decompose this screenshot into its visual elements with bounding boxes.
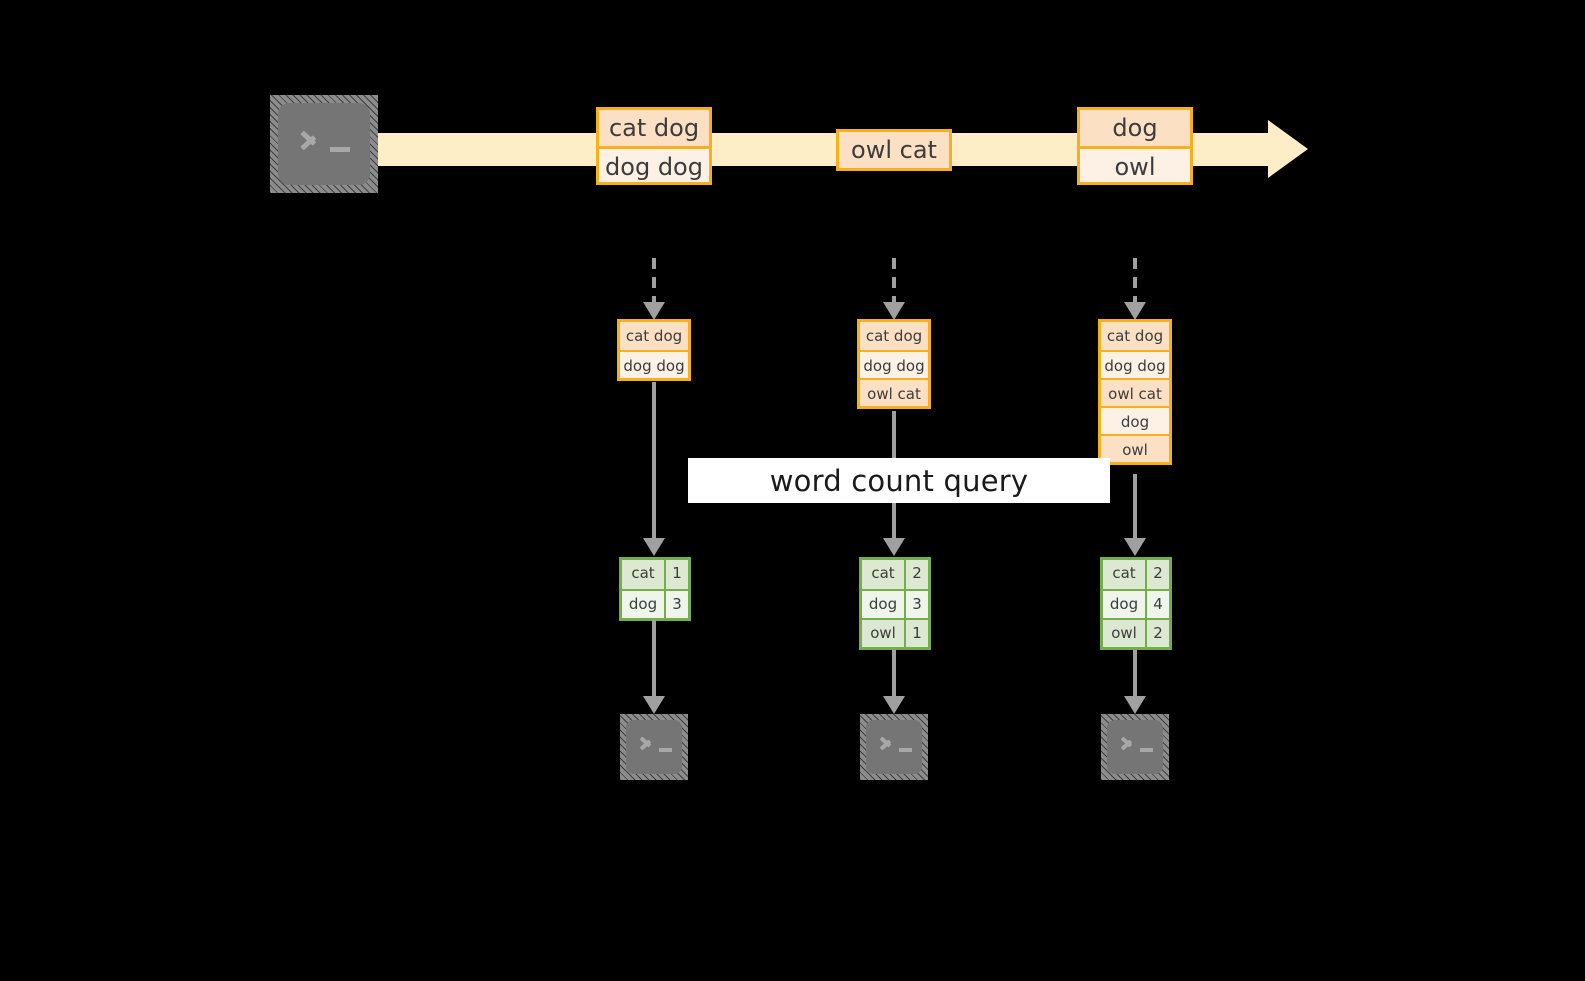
result-table-1[interactable]: cat 1 dog 3 xyxy=(619,557,691,621)
prompt-underscore-icon xyxy=(899,748,912,752)
table-row: dog 3 xyxy=(862,589,928,618)
prompt-chevron-icon xyxy=(300,127,324,153)
table-row: owl 2 xyxy=(1103,618,1169,647)
stack-row: owl cat xyxy=(860,378,928,406)
sink-terminal-icon-2 xyxy=(860,714,928,780)
stream-message-line: dog xyxy=(1080,110,1190,146)
stack-row: cat dog xyxy=(860,322,928,350)
accumulated-stack-2[interactable]: cat dog dog dog owl cat xyxy=(857,319,931,409)
stream-message-line: owl xyxy=(1080,146,1190,182)
prompt-chevron-icon xyxy=(639,734,656,752)
stream-message-line: cat dog xyxy=(599,110,709,146)
table-cell-word: dog xyxy=(862,591,905,618)
stream-message-line: dog dog xyxy=(599,146,709,182)
prompt-underscore-icon xyxy=(330,147,350,152)
stack-row: owl cat xyxy=(1101,378,1169,406)
accumulated-stack-1[interactable]: cat dog dog dog xyxy=(617,319,691,381)
table-cell-count: 2 xyxy=(904,560,928,589)
stack-row: cat dog xyxy=(620,322,688,350)
table-cell-word: cat xyxy=(862,560,905,589)
table-cell-word: cat xyxy=(622,560,665,589)
accumulated-stack-3[interactable]: cat dog dog dog owl cat dog owl xyxy=(1098,319,1172,465)
terminal-screen xyxy=(1107,720,1163,774)
stack-row: owl xyxy=(1101,434,1169,462)
source-terminal-icon xyxy=(270,95,378,193)
stack-row: dog dog xyxy=(620,350,688,378)
stream-message-2[interactable]: owl cat xyxy=(836,129,952,171)
prompt-underscore-icon xyxy=(659,748,672,752)
table-cell-count: 2 xyxy=(1145,560,1169,589)
table-cell-word: owl xyxy=(1103,620,1146,647)
terminal-screen xyxy=(866,720,922,774)
table-cell-count: 3 xyxy=(904,591,928,618)
table-cell-count: 3 xyxy=(664,591,688,618)
table-row: dog 3 xyxy=(622,589,688,618)
query-label: word count query xyxy=(769,463,1029,498)
result-table-2[interactable]: cat 2 dog 3 owl 1 xyxy=(859,557,931,650)
table-cell-count: 1 xyxy=(904,620,928,647)
table-row: cat 2 xyxy=(1103,560,1169,589)
result-table-3[interactable]: cat 2 dog 4 owl 2 xyxy=(1100,557,1172,650)
query-label-band: word count query xyxy=(688,458,1110,503)
table-cell-word: dog xyxy=(1103,591,1146,618)
table-cell-word: owl xyxy=(862,620,905,647)
stack-row: dog xyxy=(1101,406,1169,434)
table-row: cat 2 xyxy=(862,560,928,589)
stack-row: dog dog xyxy=(860,350,928,378)
sink-terminal-icon-1 xyxy=(620,714,688,780)
terminal-screen xyxy=(626,720,682,774)
stream-arrowhead-icon xyxy=(1268,120,1308,178)
prompt-chevron-icon xyxy=(1120,734,1137,752)
stream-message-line: owl cat xyxy=(839,132,949,168)
table-row: dog 4 xyxy=(1103,589,1169,618)
sink-terminal-icon-3 xyxy=(1101,714,1169,780)
table-cell-count: 1 xyxy=(664,560,688,589)
table-row: owl 1 xyxy=(862,618,928,647)
table-cell-count: 2 xyxy=(1145,620,1169,647)
stack-row: dog dog xyxy=(1101,350,1169,378)
stream-message-3[interactable]: dog owl xyxy=(1077,107,1193,185)
stack-row: cat dog xyxy=(1101,322,1169,350)
table-cell-count: 4 xyxy=(1145,591,1169,618)
stream-message-1[interactable]: cat dog dog dog xyxy=(596,107,712,185)
prompt-chevron-icon xyxy=(879,734,896,752)
terminal-screen xyxy=(278,103,370,185)
table-cell-word: dog xyxy=(622,591,665,618)
prompt-underscore-icon xyxy=(1140,748,1153,752)
table-cell-word: cat xyxy=(1103,560,1146,589)
table-row: cat 1 xyxy=(622,560,688,589)
